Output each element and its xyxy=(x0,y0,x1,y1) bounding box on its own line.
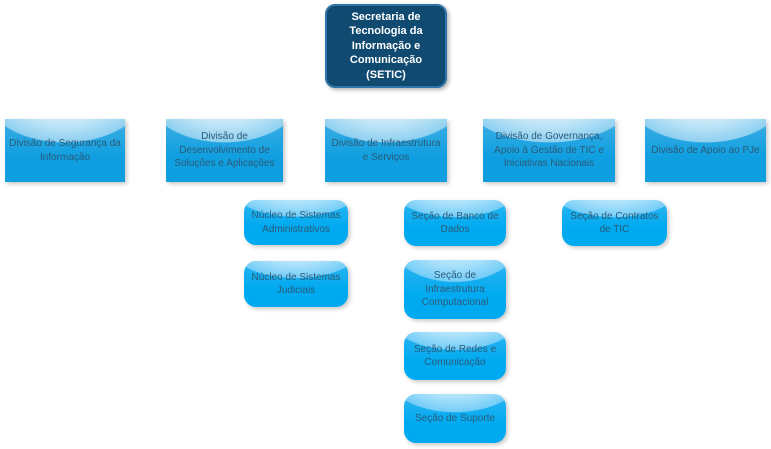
org-node-divisao-desenvolvimento-label: Divisão de Desenvolvimento de Soluções e… xyxy=(174,131,275,170)
org-node-secao-banco-de-dados: Seção de Banco de Dados xyxy=(404,200,506,246)
org-node-nucleo-sistemas-administrativos: Núcleo de Sistemas Administrativos xyxy=(244,200,348,245)
org-node-divisao-apoio-pje: Divisão de Apoio ao PJe xyxy=(645,119,766,182)
org-node-divisao-governanca: Divisão de Governança, Apoio à Gestão de… xyxy=(483,119,615,182)
org-node-secao-de-suporte: Seção de Suporte xyxy=(404,394,506,443)
org-node-secao-contratos-de-tic-label: Seção de Contratos de TIC xyxy=(570,210,659,236)
org-node-setic-label: Secretaria de Tecnologia da Informação e… xyxy=(349,10,423,81)
org-node-setic: Secretaria de Tecnologia da Informação e… xyxy=(325,4,447,88)
org-node-nucleo-sistemas-judiciais: Núcleo de Sistemas Judiciais xyxy=(244,261,348,307)
org-node-divisao-desenvolvimento: Divisão de Desenvolvimento de Soluções e… xyxy=(166,119,283,182)
org-node-divisao-infraestrutura: Divisão de Infraestrutura e Serviços xyxy=(325,119,447,182)
org-node-divisao-seguranca-label: Divisão de Segurança da Informação xyxy=(9,138,121,163)
org-node-secao-banco-de-dados-label: Seção de Banco de Dados xyxy=(411,210,499,236)
org-node-secao-de-suporte-label: Seção de Suporte xyxy=(414,412,496,424)
org-node-secao-redes-e-comunicacao-label: Seção de Redes e Comunicação xyxy=(413,343,497,369)
org-node-divisao-apoio-pje-label: Divisão de Apoio ao PJe xyxy=(651,144,760,156)
org-node-secao-contratos-de-tic: Seção de Contratos de TIC xyxy=(562,200,667,246)
org-node-secao-infraestrutura-computacional: Seção de Infraestrutura Computacional xyxy=(404,260,506,319)
org-node-divisao-seguranca: Divisão de Segurança da Informação xyxy=(5,119,125,182)
org-node-nucleo-sistemas-administrativos-label: Núcleo de Sistemas Administrativos xyxy=(251,210,341,235)
org-node-divisao-governanca-label: Divisão de Governança, Apoio à Gestão de… xyxy=(494,131,604,170)
org-node-secao-redes-e-comunicacao: Seção de Redes e Comunicação xyxy=(404,332,506,380)
org-node-nucleo-sistemas-judiciais-label: Núcleo de Sistemas Judiciais xyxy=(251,271,341,297)
org-node-secao-infraestrutura-computacional-label: Seção de Infraestrutura Computacional xyxy=(421,270,489,309)
org-node-divisao-infraestrutura-label: Divisão de Infraestrutura e Serviços xyxy=(331,138,441,163)
